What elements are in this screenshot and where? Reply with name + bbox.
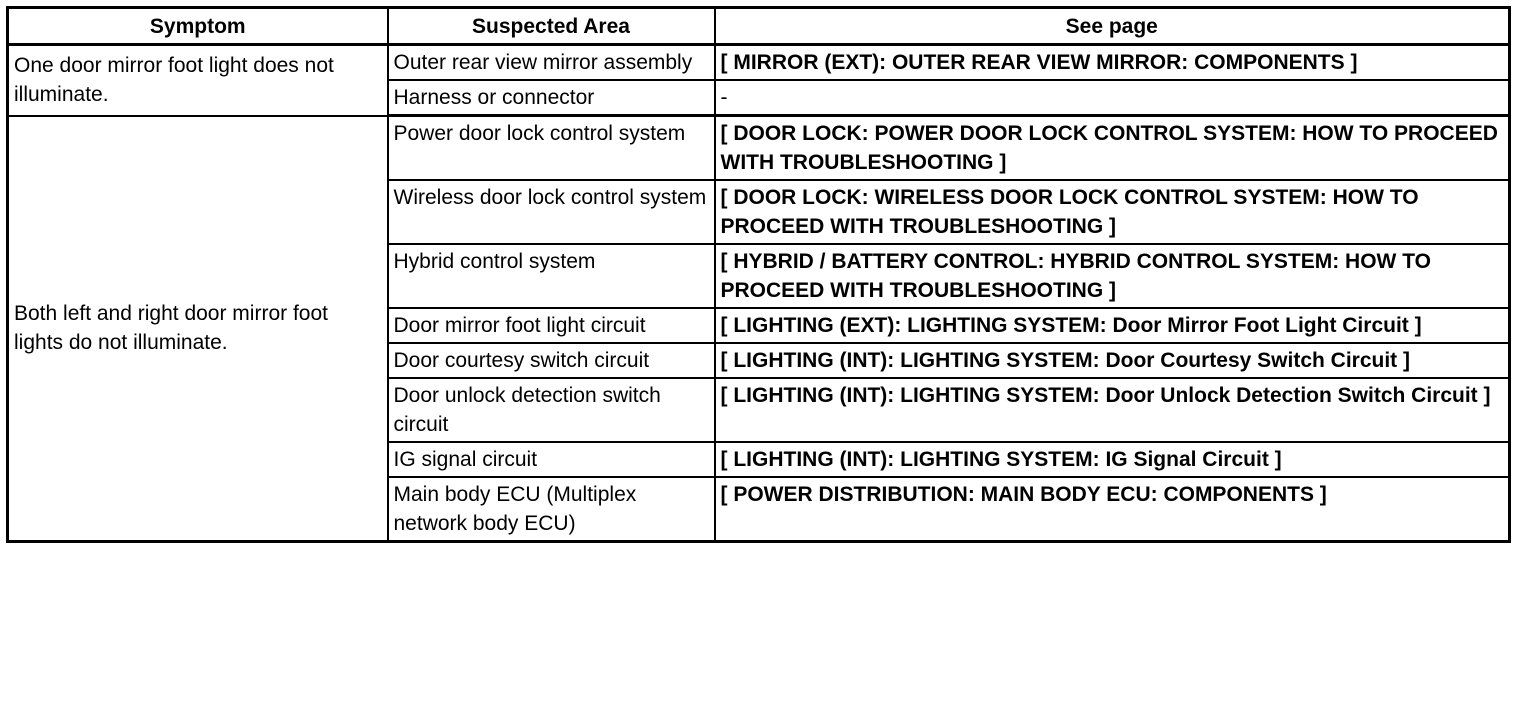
header-see-page: See page bbox=[713, 6, 1511, 46]
troubleshooting-table: Symptom Suspected Area See page One door… bbox=[6, 6, 1511, 543]
see-page-link[interactable]: [ LIGHTING (EXT): LIGHTING SYSTEM: Door … bbox=[713, 307, 1511, 344]
see-page-link[interactable]: [ LIGHTING (INT): LIGHTING SYSTEM: Door … bbox=[713, 342, 1511, 379]
see-page-link[interactable]: [ LIGHTING (INT): LIGHTING SYSTEM: IG Si… bbox=[713, 441, 1511, 478]
see-page-cell: - bbox=[713, 79, 1511, 117]
table-row: Hybrid control system [ HYBRID / BATTERY… bbox=[8, 243, 1511, 309]
suspected-area-cell: Hybrid control system bbox=[386, 243, 716, 309]
table-row: Main body ECU (Multiplex network body EC… bbox=[8, 476, 1511, 543]
header-symptom: Symptom bbox=[6, 6, 389, 46]
see-page-link[interactable]: [ DOOR LOCK: WIRELESS DOOR LOCK CONTROL … bbox=[713, 179, 1511, 245]
see-page-link[interactable]: [ LIGHTING (INT): LIGHTING SYSTEM: Door … bbox=[713, 377, 1511, 443]
table-row: IG signal circuit [ LIGHTING (INT): LIGH… bbox=[8, 441, 1511, 478]
table-row: Wireless door lock control system [ DOOR… bbox=[8, 179, 1511, 245]
suspected-area-cell: Power door lock control system bbox=[386, 114, 716, 181]
see-page-link[interactable]: [ POWER DISTRIBUTION: MAIN BODY ECU: COM… bbox=[713, 476, 1511, 543]
table-row: Door mirror foot light circuit [ LIGHTIN… bbox=[8, 307, 1511, 344]
troubleshooting-table-wrapper: Symptom Suspected Area See page One door… bbox=[6, 6, 1511, 543]
suspected-area-cell: Door mirror foot light circuit bbox=[386, 307, 716, 344]
table-row: Door unlock detection switch circuit [ L… bbox=[8, 377, 1511, 443]
symptom-cell: One door mirror foot light does not illu… bbox=[6, 43, 389, 117]
suspected-area-cell: Harness or connector bbox=[386, 79, 716, 117]
see-page-link[interactable]: [ DOOR LOCK: POWER DOOR LOCK CONTROL SYS… bbox=[713, 114, 1511, 181]
header-suspected-area: Suspected Area bbox=[386, 6, 716, 46]
suspected-area-cell: IG signal circuit bbox=[386, 441, 716, 478]
see-page-link[interactable]: [ MIRROR (EXT): OUTER REAR VIEW MIRROR: … bbox=[713, 43, 1511, 81]
table-row: Door courtesy switch circuit [ LIGHTING … bbox=[8, 342, 1511, 379]
suspected-area-cell: Door courtesy switch circuit bbox=[386, 342, 716, 379]
suspected-area-cell: Outer rear view mirror assembly bbox=[386, 43, 716, 81]
see-page-link[interactable]: [ HYBRID / BATTERY CONTROL: HYBRID CONTR… bbox=[713, 243, 1511, 309]
suspected-area-cell: Main body ECU (Multiplex network body EC… bbox=[386, 476, 716, 543]
table-row: Both left and right door mirror foot lig… bbox=[6, 114, 1511, 543]
suspected-area-cell: Door unlock detection switch circuit bbox=[386, 377, 716, 443]
table-row: One door mirror foot light does not illu… bbox=[6, 43, 1511, 117]
header-row: Symptom Suspected Area See page bbox=[6, 6, 1511, 46]
symptom-cell: Both left and right door mirror foot lig… bbox=[6, 114, 389, 543]
table-row: Harness or connector - bbox=[8, 79, 1511, 117]
table-body: One door mirror foot light does not illu… bbox=[6, 43, 1511, 543]
suspected-area-cell: Wireless door lock control system bbox=[386, 179, 716, 245]
